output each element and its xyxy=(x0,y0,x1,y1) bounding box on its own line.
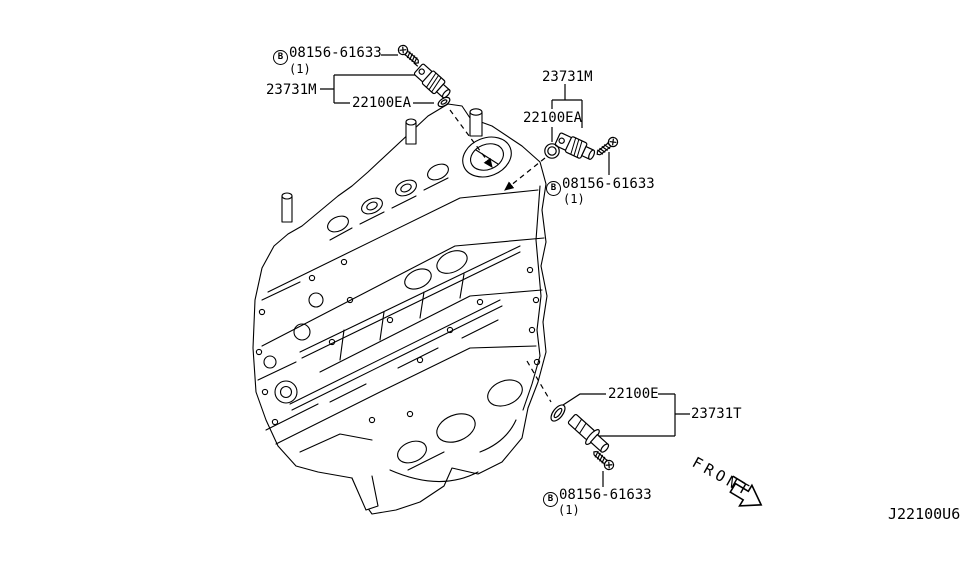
diagram-code: J22100U6 xyxy=(888,505,961,523)
qty-bolt-top-left: (1) xyxy=(289,62,311,76)
camshaft-position-sensor-icon-right xyxy=(553,130,598,164)
o-ring-seal-icon-left xyxy=(437,96,451,108)
label-oring-bottom: 22100E xyxy=(608,386,659,402)
bolt-icon-top-left xyxy=(395,42,422,67)
b-prefix-badge: B xyxy=(273,50,288,65)
crankshaft-position-sensor-icon xyxy=(564,410,614,458)
o-ring-seal-icon-bottom xyxy=(550,404,566,422)
label-oring-left: 22100EA xyxy=(352,95,412,111)
part-number-bolt-bottom: 08156-61633 xyxy=(559,487,652,503)
b-prefix-badge: B xyxy=(543,492,558,507)
qty-bolt-bottom: (1) xyxy=(558,503,580,517)
front-direction-arrow-icon xyxy=(729,475,763,507)
bolt-icon-top-right xyxy=(593,134,621,159)
label-cam-sensor-right: 23731M xyxy=(542,69,593,85)
camshaft-position-sensor-icon-left xyxy=(412,61,455,103)
part-number-bolt-top-right: 08156-61633 xyxy=(562,176,655,192)
leader-lines xyxy=(320,54,690,487)
qty-bolt-top-right: (1) xyxy=(563,192,585,206)
label-oring-right: 22100EA xyxy=(523,110,583,126)
engine-line-art xyxy=(252,103,548,515)
b-prefix-badge: B xyxy=(546,181,561,196)
label-crank-sensor: 23731T xyxy=(691,406,742,422)
o-ring-seal-icon-right xyxy=(544,143,560,159)
assembly-dashed-lines xyxy=(413,62,552,403)
part-number-bolt-top-left: 08156-61633 xyxy=(289,45,382,61)
label-cam-sensor-left: 23731M xyxy=(266,82,317,98)
